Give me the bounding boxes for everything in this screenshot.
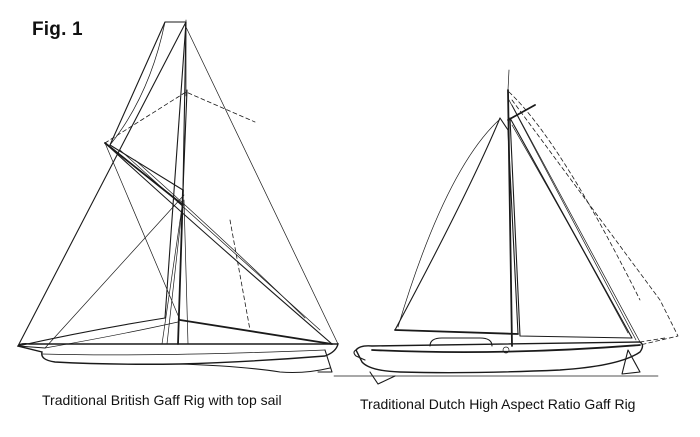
dutch-mast-pole [507, 69, 510, 91]
dutch-rudder [621, 349, 641, 375]
caption-british-rig: Traditional British Gaff Rig with top sa… [42, 392, 282, 408]
british-gaff-boat [16, 19, 339, 374]
british-staysail [44, 194, 185, 349]
dutch-sheerline [371, 344, 641, 354]
british-main-luff [104, 142, 181, 321]
british-sheerline [41, 349, 326, 356]
dutch-cabin [429, 337, 493, 347]
dutch-main-leech [397, 119, 500, 328]
dutch-dashed-stay [511, 99, 679, 346]
dutch-forestay [508, 99, 637, 341]
dutch-forestay-2 [511, 104, 641, 343]
british-backstay [184, 24, 339, 345]
british-main-seam-2 [134, 159, 306, 319]
dutch-dashed-sheet [639, 337, 666, 343]
british-shroud-3 [183, 199, 189, 345]
british-rudder [317, 349, 333, 373]
dutch-mainsail [394, 117, 519, 335]
figure-label: Fig. 1 [32, 19, 83, 40]
british-mast [177, 189, 184, 345]
dutch-keel [369, 371, 396, 385]
british-shroud-2 [166, 199, 184, 345]
dutch-jib-seam [511, 124, 629, 334]
dutch-gaff-boat [333, 69, 679, 385]
dutch-dashed-lift [508, 91, 641, 301]
british-bowsprit [17, 345, 46, 349]
british-keel [179, 363, 331, 374]
british-mainsail [104, 142, 333, 345]
dutch-porthole [502, 346, 510, 354]
british-main-seam-1 [119, 149, 321, 331]
british-sheet-dashed [229, 219, 251, 331]
british-shroud-1 [161, 199, 184, 345]
british-topsail [109, 21, 187, 191]
british-topping-lift-dashed [104, 91, 256, 144]
dutch-bow-nose [353, 349, 366, 361]
dutch-hull [355, 341, 644, 374]
caption-dutch-rig: Traditional Dutch High Aspect Ratio Gaff… [360, 396, 636, 412]
british-boom [179, 319, 333, 345]
british-jib [17, 21, 187, 347]
british-topsail-luff [109, 21, 166, 146]
dutch-jib [509, 117, 633, 339]
